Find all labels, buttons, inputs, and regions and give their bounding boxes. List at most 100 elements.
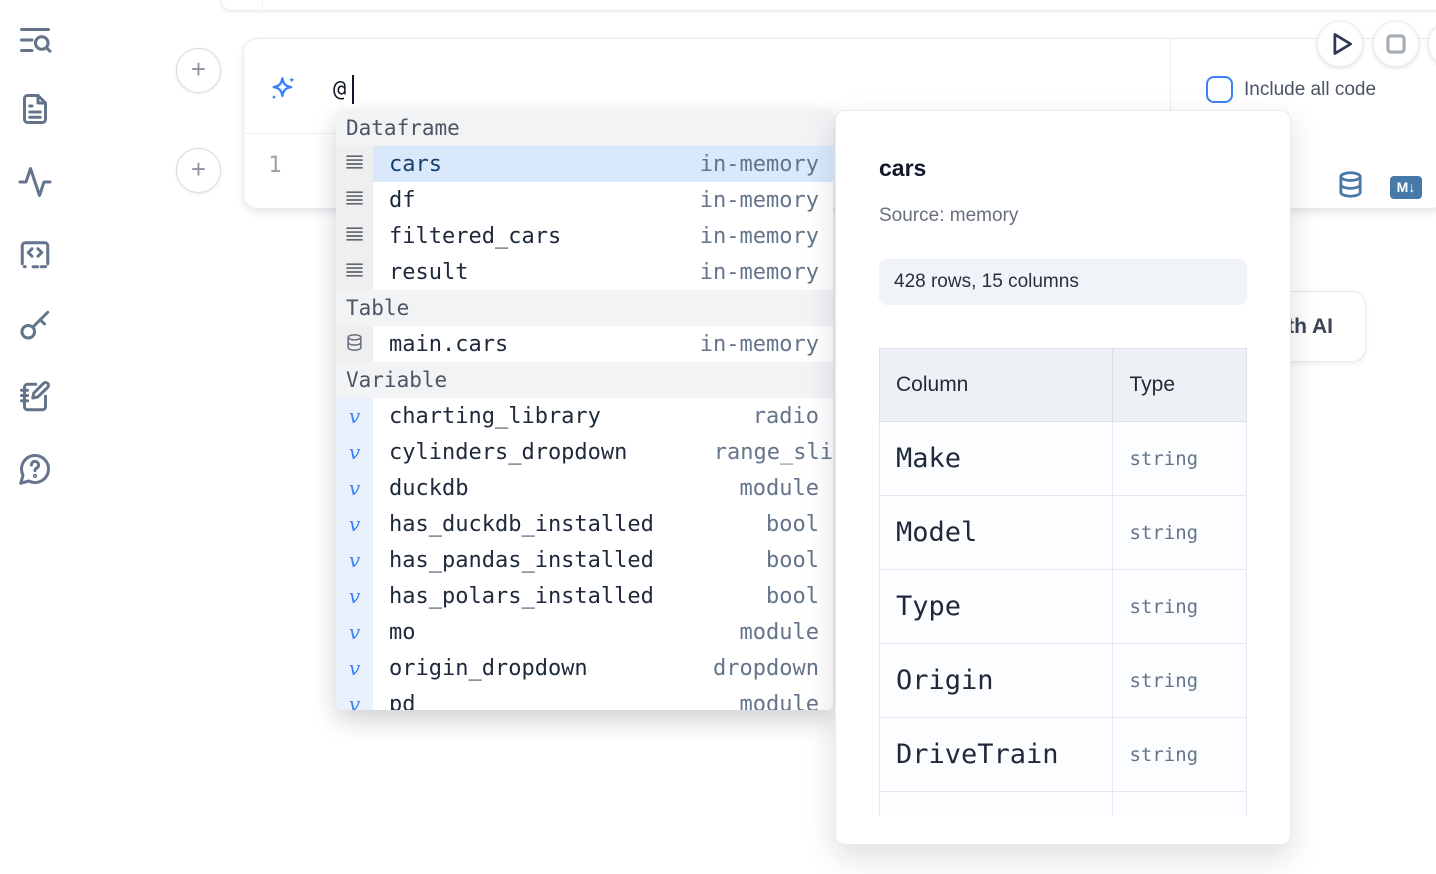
autocomplete-item[interactable]: v has_polars_installed bool xyxy=(336,578,833,614)
column-type-cell: string xyxy=(1112,495,1247,570)
markdown-icon[interactable]: M↓ xyxy=(1390,176,1422,199)
ai-prompt-input[interactable]: @ xyxy=(333,77,347,102)
variable-icon: v xyxy=(348,440,361,464)
item-name: has_pandas_installed xyxy=(389,547,654,573)
column-type-cell: string xyxy=(1112,421,1247,496)
column-type-cell: string xyxy=(1112,717,1247,792)
previous-cell-edge xyxy=(220,0,1436,11)
database-icon[interactable] xyxy=(1336,170,1365,203)
play-icon xyxy=(1333,33,1353,55)
item-name: mo xyxy=(389,619,416,645)
autocomplete-section-header: Dataframe xyxy=(336,110,833,146)
column-name-cell: Origin xyxy=(879,643,1114,718)
autocomplete-item[interactable]: v charting_library radio xyxy=(336,398,833,434)
item-type: bool xyxy=(766,511,819,537)
scratchpad-icon[interactable] xyxy=(17,379,53,415)
item-type: module xyxy=(739,691,819,711)
list-search-icon[interactable] xyxy=(17,22,53,58)
run-cell-button[interactable] xyxy=(1317,21,1363,67)
add-cell-button[interactable]: + xyxy=(176,148,221,193)
autocomplete-section-header: Variable xyxy=(336,362,833,398)
type-header: Type xyxy=(1112,348,1247,422)
column-name-cell: DriveTrain xyxy=(879,717,1114,792)
dataframe-rows-icon xyxy=(346,263,363,277)
key-icon[interactable] xyxy=(17,307,53,343)
column-type-cell: string xyxy=(1112,569,1247,644)
variable-icon: v xyxy=(348,548,361,572)
include-all-code-label: Include all code xyxy=(1244,79,1377,100)
variable-icon: v xyxy=(348,584,361,608)
item-type: in-memory xyxy=(699,151,819,177)
item-type: bool xyxy=(766,547,819,573)
item-type: bool xyxy=(766,583,819,609)
activity-icon[interactable] xyxy=(17,164,53,200)
divider xyxy=(262,0,263,10)
column-header: Column xyxy=(879,348,1114,422)
item-type: module xyxy=(739,619,819,645)
autocomplete-item[interactable]: v mo module xyxy=(336,614,833,650)
item-type: in-memory xyxy=(699,259,819,285)
variable-icon: v xyxy=(348,692,361,710)
item-name: pd xyxy=(389,691,416,711)
item-name: df xyxy=(389,187,416,213)
autocomplete-item[interactable]: cars in-memory xyxy=(336,146,833,182)
snippets-code-icon[interactable] xyxy=(17,236,53,272)
stop-icon xyxy=(1386,34,1406,54)
item-name: has_polars_installed xyxy=(389,583,654,609)
autocomplete-item[interactable]: result in-memory xyxy=(336,254,833,290)
column-name-cell: Type xyxy=(879,569,1114,644)
item-name: has_duckdb_installed xyxy=(389,511,654,537)
shape-badge: 428 rows, 15 columns xyxy=(879,259,1247,305)
item-type: in-memory xyxy=(699,331,819,357)
autocomplete-item[interactable]: df in-memory xyxy=(336,182,833,218)
item-name: origin_dropdown xyxy=(389,655,588,681)
sparkles-icon xyxy=(268,74,298,104)
preview-source: Source: memory xyxy=(879,205,1019,226)
item-name: filtered_cars xyxy=(389,223,562,249)
item-type: module xyxy=(739,475,819,501)
preview-title: cars xyxy=(879,155,927,181)
item-type: range_sli xyxy=(713,439,833,465)
item-name: cars xyxy=(389,151,442,177)
help-chat-icon[interactable] xyxy=(17,451,53,487)
autocomplete-item[interactable]: v pd module xyxy=(336,686,833,710)
table-row-partial xyxy=(879,791,1247,816)
item-type: dropdown xyxy=(713,655,819,681)
item-type: in-memory xyxy=(699,187,819,213)
autocomplete-section-header: Table xyxy=(336,290,833,326)
autocomplete-item[interactable]: v origin_dropdown dropdown xyxy=(336,650,833,686)
table-database-icon xyxy=(347,333,362,351)
autocomplete-dropdown: Dataframe cars in-memory df in-memory fi… xyxy=(336,110,833,710)
column-name-cell: Make xyxy=(879,421,1114,496)
autocomplete-item[interactable]: v has_duckdb_installed bool xyxy=(336,506,833,542)
item-name: result xyxy=(389,259,469,285)
item-name: duckdb xyxy=(389,475,469,501)
add-cell-button[interactable]: + xyxy=(176,48,221,93)
file-text-icon[interactable] xyxy=(17,91,53,127)
text-caret xyxy=(352,75,354,104)
stop-cell-button[interactable] xyxy=(1373,21,1419,67)
item-name: charting_library xyxy=(389,403,601,429)
line-number: 1 xyxy=(268,153,282,178)
dataframe-rows-icon xyxy=(346,191,363,205)
dataframe-rows-icon xyxy=(346,155,363,169)
include-all-code-checkbox[interactable] xyxy=(1206,76,1233,103)
autocomplete-item[interactable]: v duckdb module xyxy=(336,470,833,506)
autocomplete-item[interactable]: filtered_cars in-memory xyxy=(336,218,833,254)
variable-icon: v xyxy=(348,656,361,680)
variable-icon: v xyxy=(348,476,361,500)
variable-icon: v xyxy=(348,512,361,536)
autocomplete-item[interactable]: v has_pandas_installed bool xyxy=(336,542,833,578)
item-type: in-memory xyxy=(699,223,819,249)
autocomplete-item[interactable]: main.cars in-memory xyxy=(336,326,833,362)
column-name-cell: Model xyxy=(879,495,1114,570)
variable-icon: v xyxy=(348,404,361,428)
autocomplete-item[interactable]: v cylinders_dropdown range_sli xyxy=(336,434,833,470)
variable-icon: v xyxy=(348,620,361,644)
column-type-cell: string xyxy=(1112,643,1247,718)
